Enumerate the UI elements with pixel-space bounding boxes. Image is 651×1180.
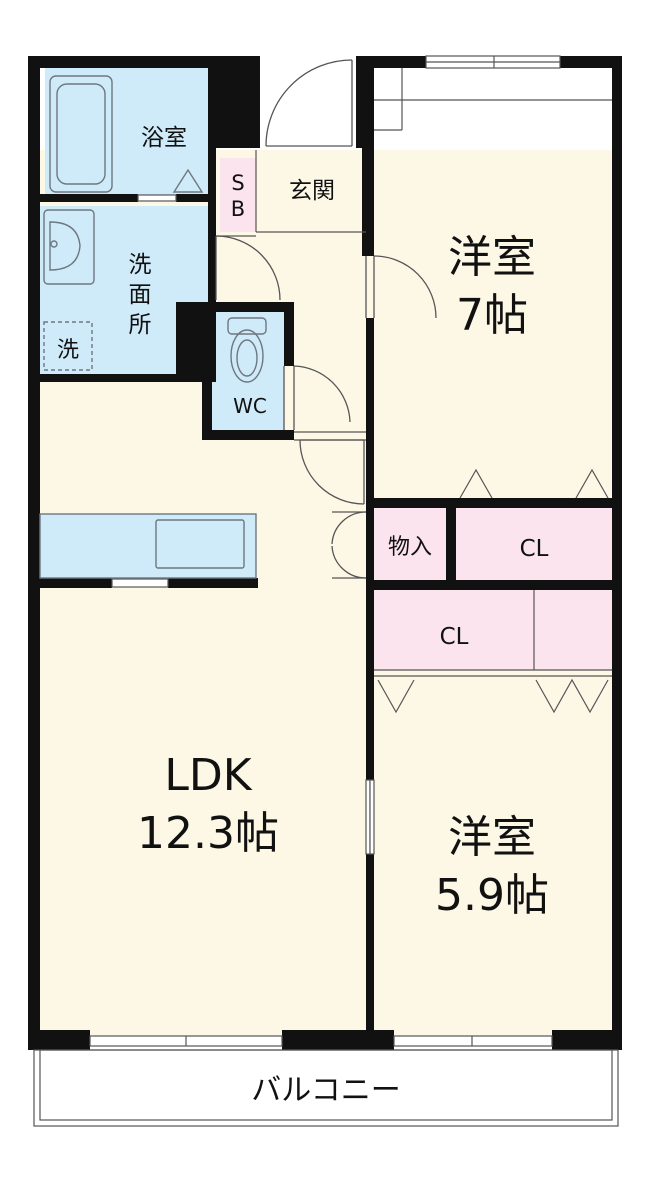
shower-icon [172,168,204,193]
windows [89,55,561,1047]
walls [28,56,622,1050]
washbasin-bowl [49,221,81,271]
bathtub-inner [56,83,106,185]
wall [168,578,258,588]
washbasin-icon [43,209,95,285]
washroom-door-arc [215,235,281,301]
labels: 浴室 洗 面 所 洗 S B 玄関 WC 洋室 7帖 物入 CL CL LDK … [57,125,549,1108]
toilet-seat-icon [236,339,258,377]
shoe-box-label-b: B [231,197,245,221]
washroom-label-3: 所 [129,312,152,338]
wall [366,854,374,1036]
wc-label: WC [233,394,267,418]
washroom-label-2: 面 [129,282,152,308]
fixtures [39,75,267,579]
washer-pan-icon [43,321,93,371]
storeroom-label: 物入 [388,535,432,560]
wall [40,194,138,202]
bathtub-icon [49,75,113,193]
window [137,194,177,202]
wall [28,56,258,68]
western-2-size: 5.9帖 [435,870,549,921]
balcony-outline [39,1049,613,1121]
closet-2-fill [374,590,612,670]
closet-1-fill [456,508,612,580]
wc-door-arc [293,365,351,423]
wall [284,302,294,366]
wall [362,56,374,256]
washroom-label-1: 洗 [129,252,152,278]
wall [40,374,216,382]
wall [40,578,112,588]
ldk-size: 12.3帖 [137,808,279,859]
wall [446,498,456,580]
western-1-name: 洋室 [448,232,536,283]
entrance-label: 玄関 [289,178,335,204]
wall [366,498,374,590]
bathroom-label: 浴室 [141,125,187,151]
interior-lines [33,68,619,1127]
wall [366,498,622,508]
room-fills [36,68,616,1036]
balcony-label: バルコニー [251,1073,400,1108]
western-1-size: 7帖 [456,290,528,341]
bed1-door-arc [373,255,437,319]
washbasin-drain [50,240,58,248]
shoe-box-label-s: S [231,171,244,195]
wall [214,56,260,148]
toilet-tank-icon [227,317,267,335]
wall [366,580,622,590]
wc-fill [210,312,284,430]
western-2-name: 洋室 [448,812,536,863]
wall [362,56,426,68]
wall [612,56,622,1050]
window [393,1035,553,1047]
closet-1-label: CL [520,536,549,562]
washer-label: 洗 [57,338,79,363]
wall [552,1030,622,1050]
shoe-box-fill [220,158,256,232]
sliding-door [365,779,371,855]
closet-door-marks [377,468,609,714]
closet-2-label: CL [440,624,469,650]
sliding-door [369,779,375,855]
window [111,578,169,588]
wall [28,1030,90,1050]
wall [560,56,622,68]
fold-door-mark [459,468,493,499]
wall [282,1030,394,1050]
ldk-door-arc [299,439,365,505]
wall [202,430,294,440]
wall [176,194,210,202]
fold-door-mark [575,468,609,499]
kitchen-sink-icon [155,519,245,569]
kitchen-counter [39,513,257,579]
doors [215,59,437,579]
toilet-bowl-icon [230,329,264,383]
wall [28,56,40,1050]
entrance-door-arc [265,59,353,147]
wall [202,302,294,312]
fold-door-mark [377,679,415,714]
wall [366,590,374,780]
wall [202,302,212,440]
storeroom-fill [374,508,448,580]
ldk-name: LDK [164,750,252,801]
wall [366,318,374,512]
wall [208,68,216,378]
fold-door-mark [535,678,609,714]
